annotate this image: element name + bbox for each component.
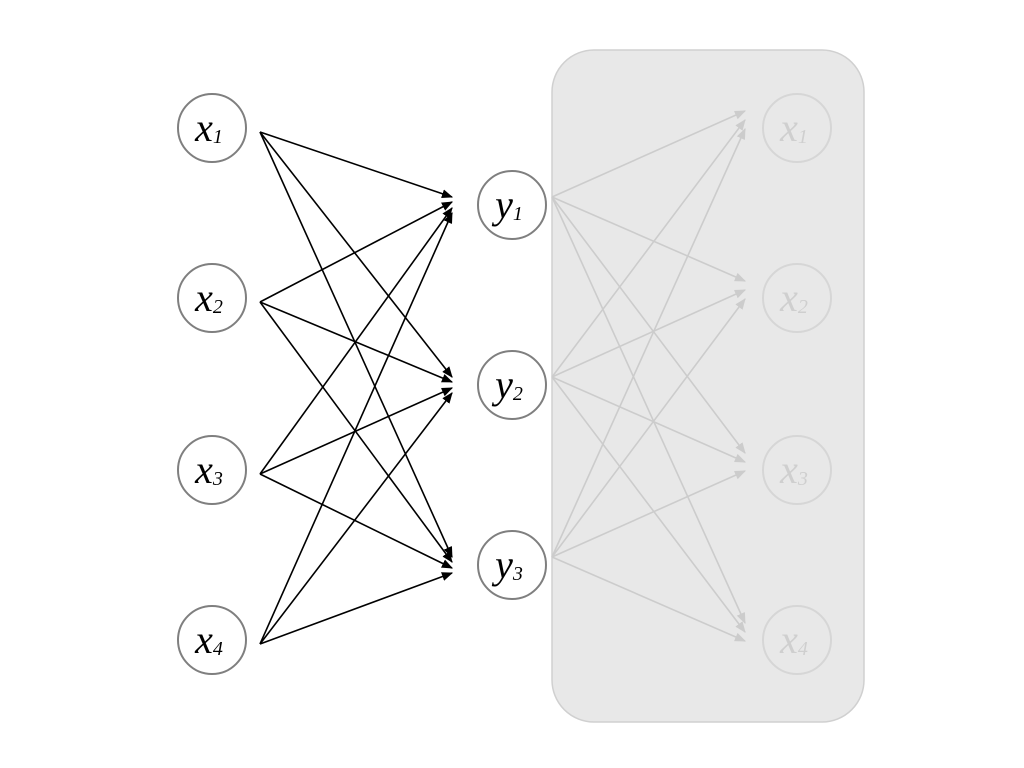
decoder-panel bbox=[551, 49, 865, 723]
node-label-base: y bbox=[491, 362, 513, 407]
node-label: x4 bbox=[194, 617, 223, 662]
edge-x1-y3 bbox=[259, 131, 453, 559]
edge-x4-y1 bbox=[259, 211, 453, 645]
edge-x3-y3 bbox=[259, 473, 454, 569]
node-circle bbox=[762, 263, 832, 333]
node-x1: x1 bbox=[177, 93, 247, 163]
node-label-base: x bbox=[779, 447, 798, 492]
edge-y2-r2 bbox=[551, 289, 747, 378]
node-output-r2: x2 bbox=[762, 263, 832, 333]
node-circle bbox=[177, 435, 247, 505]
node-label-subscript: 3 bbox=[512, 563, 523, 585]
node-label: x3 bbox=[779, 447, 808, 492]
node-circle bbox=[477, 530, 547, 600]
node-label-subscript: 2 bbox=[798, 296, 808, 318]
edge-y1-r1 bbox=[551, 110, 747, 198]
edge-x4-y3 bbox=[259, 572, 454, 645]
node-label: x1 bbox=[194, 105, 223, 150]
node-label: x1 bbox=[779, 105, 808, 150]
edge-y2-r4 bbox=[551, 376, 746, 633]
node-label-subscript: 4 bbox=[798, 638, 808, 660]
node-x2: x2 bbox=[177, 263, 247, 333]
edge-y2-r1 bbox=[551, 119, 746, 378]
edge-x1-y2 bbox=[259, 131, 453, 378]
node-label-subscript: 3 bbox=[797, 468, 808, 490]
node-label-subscript: 2 bbox=[513, 383, 523, 405]
node-circle bbox=[762, 435, 832, 505]
node-x4: x4 bbox=[177, 605, 247, 675]
node-label: x3 bbox=[194, 447, 223, 492]
node-label: y1 bbox=[491, 182, 523, 227]
node-label-base: y bbox=[491, 542, 513, 587]
edge-y1-r3 bbox=[551, 196, 746, 454]
node-label: x2 bbox=[779, 275, 808, 320]
node-y1: y1 bbox=[477, 170, 547, 240]
edge-y3-r1 bbox=[551, 127, 746, 558]
edge-y1-r2 bbox=[551, 196, 747, 282]
edge-x3-y2 bbox=[259, 387, 454, 475]
node-label-base: x bbox=[194, 105, 213, 150]
node-output-r3: x3 bbox=[762, 435, 832, 505]
node-label-subscript: 4 bbox=[213, 638, 223, 660]
node-label-base: x bbox=[194, 617, 213, 662]
node-label-base: y bbox=[491, 182, 513, 227]
node-label-base: x bbox=[779, 617, 798, 662]
node-circle bbox=[762, 93, 832, 163]
node-label: y3 bbox=[491, 542, 523, 587]
edge-x4-y2 bbox=[259, 392, 453, 645]
node-circle bbox=[762, 605, 832, 675]
node-label-subscript: 1 bbox=[213, 126, 223, 148]
node-circle bbox=[177, 93, 247, 163]
node-label: x4 bbox=[779, 617, 808, 662]
node-circle bbox=[177, 263, 247, 333]
node-y3: y3 bbox=[477, 530, 547, 600]
node-label-base: x bbox=[779, 105, 798, 150]
node-output-r1: x1 bbox=[762, 93, 832, 163]
node-label-subscript: 3 bbox=[212, 468, 223, 490]
edge-y3-r3 bbox=[551, 470, 747, 558]
node-x3: x3 bbox=[177, 435, 247, 505]
node-label: x2 bbox=[194, 275, 223, 320]
node-circle bbox=[477, 170, 547, 240]
node-label-base: x bbox=[194, 275, 213, 320]
edge-y3-r4 bbox=[551, 556, 747, 642]
edge-y1-r4 bbox=[551, 196, 746, 625]
node-circle bbox=[177, 605, 247, 675]
encoder-edges bbox=[259, 131, 454, 645]
edge-y3-r2 bbox=[551, 298, 746, 558]
node-label-subscript: 1 bbox=[513, 203, 523, 225]
node-label-subscript: 1 bbox=[798, 126, 808, 148]
decoder-edges bbox=[551, 110, 747, 642]
node-circle bbox=[477, 350, 547, 420]
node-label-subscript: 2 bbox=[213, 296, 223, 318]
edge-y2-r3 bbox=[551, 376, 747, 463]
node-output-r4: x4 bbox=[762, 605, 832, 675]
node-label-base: x bbox=[194, 447, 213, 492]
node-label-base: x bbox=[779, 275, 798, 320]
edge-x1-y1 bbox=[259, 131, 454, 199]
edge-x3-y1 bbox=[259, 207, 453, 475]
node-label: y2 bbox=[491, 362, 523, 407]
edge-x2-y3 bbox=[259, 301, 453, 563]
edge-x2-y1 bbox=[259, 201, 453, 303]
node-y2: y2 bbox=[477, 350, 547, 420]
